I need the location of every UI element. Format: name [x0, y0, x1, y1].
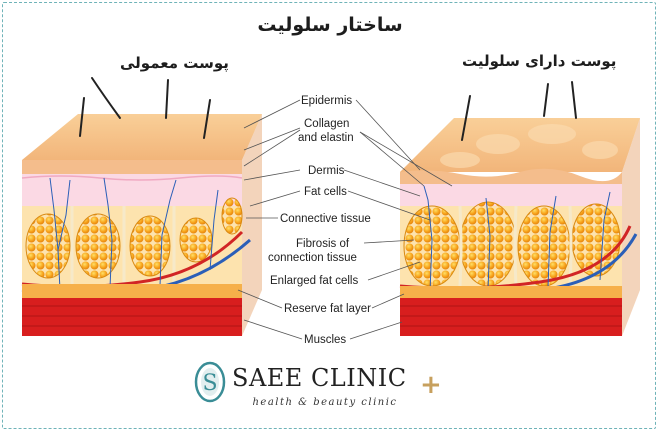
label-epidermis: Epidermis	[301, 95, 352, 107]
normal-side-face	[242, 114, 262, 336]
leader-lines	[237, 99, 453, 340]
clinic-name: SAEE CLINIC	[232, 364, 407, 392]
cellulite-hairs	[461, 81, 577, 141]
clinic-logo-mark: S	[194, 361, 226, 403]
label-muscles: Muscles	[304, 334, 346, 346]
structure-labels: Epidermis Collagen and elastin Dermis Fa…	[268, 95, 371, 346]
normal-hairs	[79, 77, 211, 139]
label-fat-cells: Fat cells	[304, 186, 347, 198]
normal-fat-cells	[25, 197, 243, 279]
normal-epidermis-front	[22, 160, 242, 174]
diagram-title: ساختار سلولیت	[257, 14, 403, 36]
label-collagen-line1: Collagen	[304, 118, 349, 130]
cellulite-dermis	[400, 184, 622, 206]
cellulite-fibrosis-septa	[458, 205, 573, 287]
cellulite-reserve-fat	[400, 286, 622, 298]
caption-normal-skin: پوست معمولی	[120, 54, 229, 72]
label-connective-tissue: Connective tissue	[280, 213, 371, 225]
normal-epidermis-top	[22, 114, 262, 160]
cellulite-epidermis-front	[400, 168, 622, 184]
normal-reserve-fat	[22, 284, 242, 298]
clinic-plus-icon: +	[420, 370, 442, 400]
normal-muscles	[22, 298, 242, 336]
cellulite-skin-block	[399, 81, 640, 336]
label-reserve-fat-layer: Reserve fat layer	[284, 303, 371, 315]
normal-connective-septa	[70, 206, 176, 284]
caption-cellulite-skin: پوست دارای سلولیت	[462, 52, 617, 70]
clinic-tagline: health & beauty clinic	[252, 397, 398, 408]
dashed-frame	[2, 2, 656, 429]
label-fibrosis-line2: connection tissue	[268, 252, 357, 264]
label-dermis: Dermis	[308, 165, 345, 177]
label-fibrosis-line1: Fibrosis of	[296, 238, 350, 250]
normal-skin-block	[21, 77, 262, 336]
label-enlarged-fat-cells: Enlarged fat cells	[270, 275, 358, 287]
logo-s-letter: S	[202, 371, 217, 396]
label-collagen-line2: and elastin	[298, 132, 354, 144]
normal-dermis	[22, 174, 242, 206]
normal-capillaries	[49, 177, 219, 291]
cellulite-muscles	[400, 298, 622, 336]
